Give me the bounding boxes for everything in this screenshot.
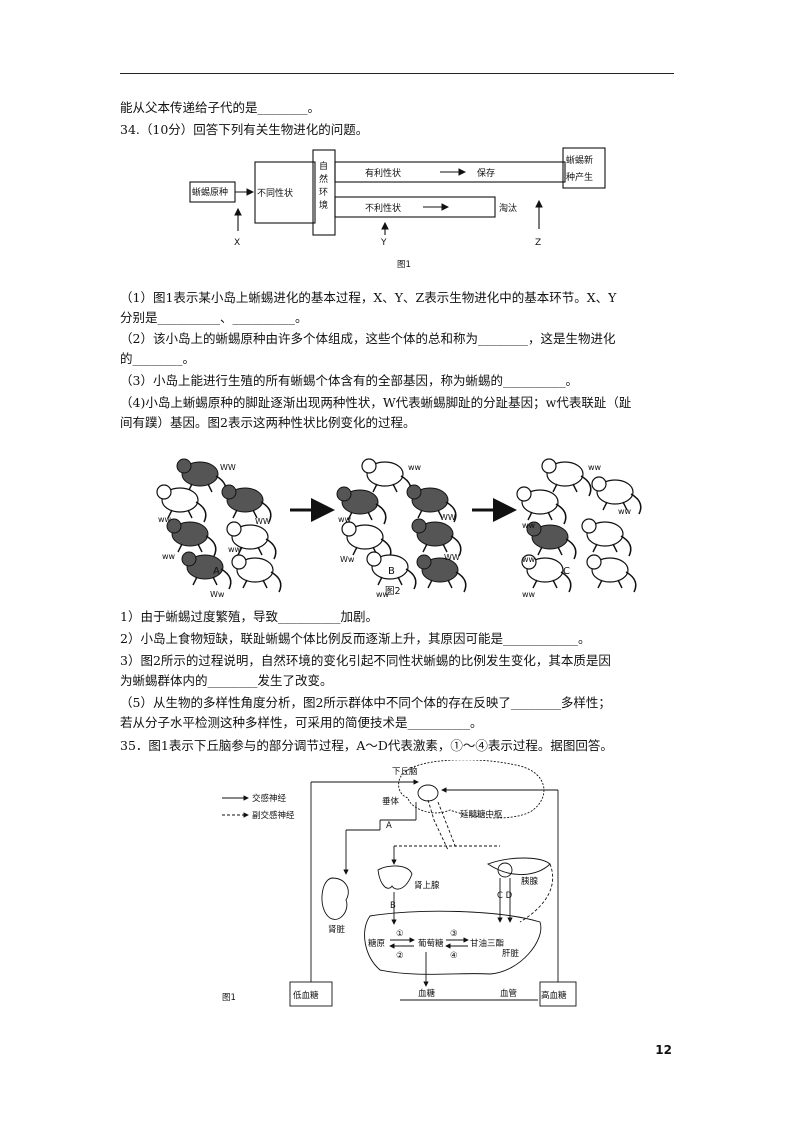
question-3: （3）小岛上能进行生殖的所有蜥蜴个体含有的全部基因，称为蜥蜴的_________…: [120, 373, 578, 388]
new-species-label-1: 蜥蜴新: [566, 154, 593, 166]
genotype-label: ww: [522, 521, 536, 530]
favorable-band: [334, 161, 566, 183]
population-label-c: C: [563, 566, 570, 577]
adrenal-shape: [377, 865, 413, 890]
figure-3-hypothalamus-diagram: 交感神经 副交感神经 下丘脑 垂体 延髓糖中枢 A 肾上腺 胰腺 B C D 肾…: [222, 760, 577, 1007]
vessel-label: 血管: [500, 988, 517, 999]
hormone-a-label: A: [386, 821, 392, 831]
page-number: 12: [655, 1043, 672, 1057]
environment-box: [312, 149, 336, 236]
genotype-label: ww: [376, 590, 390, 599]
eliminate-label: 淘汰: [499, 202, 517, 214]
question-5-line-2: 若从分子水平检测这种多样性，可采用的简便技术是__________。: [120, 715, 483, 730]
genotype-label: ww: [618, 507, 632, 516]
unfavorable-label: 不利性状: [365, 202, 401, 214]
traits-label: 不同性状: [257, 187, 293, 199]
env-char-3: 环: [319, 187, 328, 198]
genotype-label: ww: [158, 515, 172, 524]
sub-question-3-line-1: 3）图2所示的过程说明，自然环境的变化引起不同性状蜥蜴的比例发生变化，其本质是因: [120, 653, 611, 668]
header-rule: [120, 73, 674, 74]
question-5-line-1: （5）从生物的多样性角度分析，图2所示群体中不同个体的存在反映了________…: [120, 695, 611, 710]
genotype-label: Ww: [210, 590, 225, 599]
process-4: ④: [450, 951, 458, 961]
sub-question-2: 2）小岛上食物短缺，联趾蜥蜴个体比例反而逐渐上升，其原因可能是_________…: [120, 631, 591, 646]
population-label-a: A: [213, 566, 220, 577]
z-label: Z: [535, 238, 541, 248]
preserve-label: 保存: [477, 167, 495, 179]
figure-1-evolution-diagram: 蜥蜴原种 不同性状 自 然 环 境 有利性状 保存 不利性状 淘汰 蜥蜴新 种产…: [189, 147, 606, 270]
pituitary-label: 垂体: [382, 796, 400, 807]
question-1-line-1: （1）图1表示某小岛上蜥蜴进化的基本过程，X、Y、Z表示生物进化中的基本环节。X…: [120, 290, 617, 305]
pancreas-label: 胰腺: [521, 876, 539, 887]
env-char-2: 然: [319, 173, 328, 185]
text-line: 能从父本传递给子代的是________。: [120, 100, 321, 115]
kidney-shape: [321, 877, 349, 920]
adrenal-label: 肾上腺: [414, 880, 440, 891]
population-c: [516, 458, 642, 593]
genotype-label: Ww: [340, 555, 355, 564]
question-2-line-2: 的________。: [120, 351, 196, 366]
hormone-cd-label: C D: [497, 891, 513, 901]
origin-label: 蜥蜴原种: [192, 186, 228, 198]
question-1-line-2: 分别是__________、__________。: [120, 310, 308, 325]
legend-parasympathetic: 副交感神经: [252, 810, 295, 821]
figure-2-population-diagram: WW ww WW ww Ww ww ww ww WW Ww ww WW ww: [156, 458, 642, 599]
env-char-4: 境: [319, 199, 328, 211]
triglyceride-label: 甘油三酯: [470, 938, 505, 949]
figure-1-caption: 图1: [397, 260, 411, 270]
glucose-label: 葡萄糖: [418, 938, 444, 949]
process-2: ②: [396, 951, 404, 961]
env-char-1: 自: [319, 160, 328, 172]
sub-question-1: 1）由于蜥蜴过度繁殖，导致__________加剧。: [120, 609, 378, 624]
blood-sugar-label: 血糖: [418, 988, 436, 999]
process-3: ③: [450, 929, 458, 939]
favorable-label: 有利性状: [365, 167, 401, 179]
x-label: X: [234, 238, 240, 248]
y-label: Y: [380, 238, 387, 248]
kidney-label: 肾脏: [328, 924, 346, 935]
pancreas-shape: [487, 857, 551, 875]
genotype-label: ww: [162, 552, 176, 561]
question-4-line-1: （4)小岛上蜥蜴原种的脚趾逐渐出现两种性状，W代表蜥蜴脚趾的分趾基因；w代表联趾…: [120, 395, 632, 410]
genotype-label: ww: [408, 463, 422, 472]
figure-2-caption: 图2: [385, 586, 401, 597]
genotype-label: ww: [588, 463, 602, 472]
genotype-label: WW: [444, 553, 460, 562]
liver-label: 肝脏: [502, 948, 520, 959]
genotype-label: WW: [255, 517, 271, 526]
question-35-title: 35．图1表示下丘脑参与的部分调节过程，A～D代表激素，①～④表示过程。据图回答…: [120, 738, 613, 753]
low-blood-sugar-label: 低血糖: [293, 990, 319, 1001]
population-label-b: B: [388, 566, 395, 577]
question-34-title: 34.（10分）回答下列有关生物进化的问题。: [120, 122, 369, 137]
hypothalamus-shape: [417, 784, 439, 802]
center-label: 延髓糖中枢: [460, 809, 503, 820]
sub-question-3-line-2: 为蜥蜴群体内的________发生了改变。: [120, 673, 333, 688]
genotype-label: ww: [338, 515, 352, 524]
high-blood-sugar-label: 高血糖: [541, 990, 567, 1001]
brain-outline: [398, 760, 545, 819]
genotype-label: ww: [522, 555, 536, 564]
genotype-label: ww: [228, 545, 242, 554]
figure-1-caption-bottom: 图1: [222, 993, 236, 1003]
population-b: [336, 458, 467, 593]
genotype-label: WW: [440, 513, 456, 522]
process-1: ①: [396, 929, 404, 939]
new-species-box: [562, 147, 606, 189]
new-species-label-2: 种产生: [566, 171, 593, 183]
genotype-label: WW: [220, 463, 236, 472]
legend-sympathetic: 交感神经: [252, 793, 287, 804]
hypothalamus-label: 下丘脑: [392, 766, 418, 777]
question-4-line-2: 间有蹼）基因。图2表示这两种性状比例变化的过程。: [120, 415, 416, 430]
hormone-b-label: B: [390, 901, 396, 911]
glycogen-label: 糖原: [368, 938, 385, 949]
genotype-label: ww: [522, 590, 536, 599]
traits-box: [254, 161, 316, 224]
question-2-line-1: （2）该小岛上的蜥蜴原种由许多个体组成，这些个体的总和称为________，这是…: [120, 331, 616, 346]
unfavorable-band: [334, 196, 496, 218]
liver-shape: [364, 910, 542, 975]
